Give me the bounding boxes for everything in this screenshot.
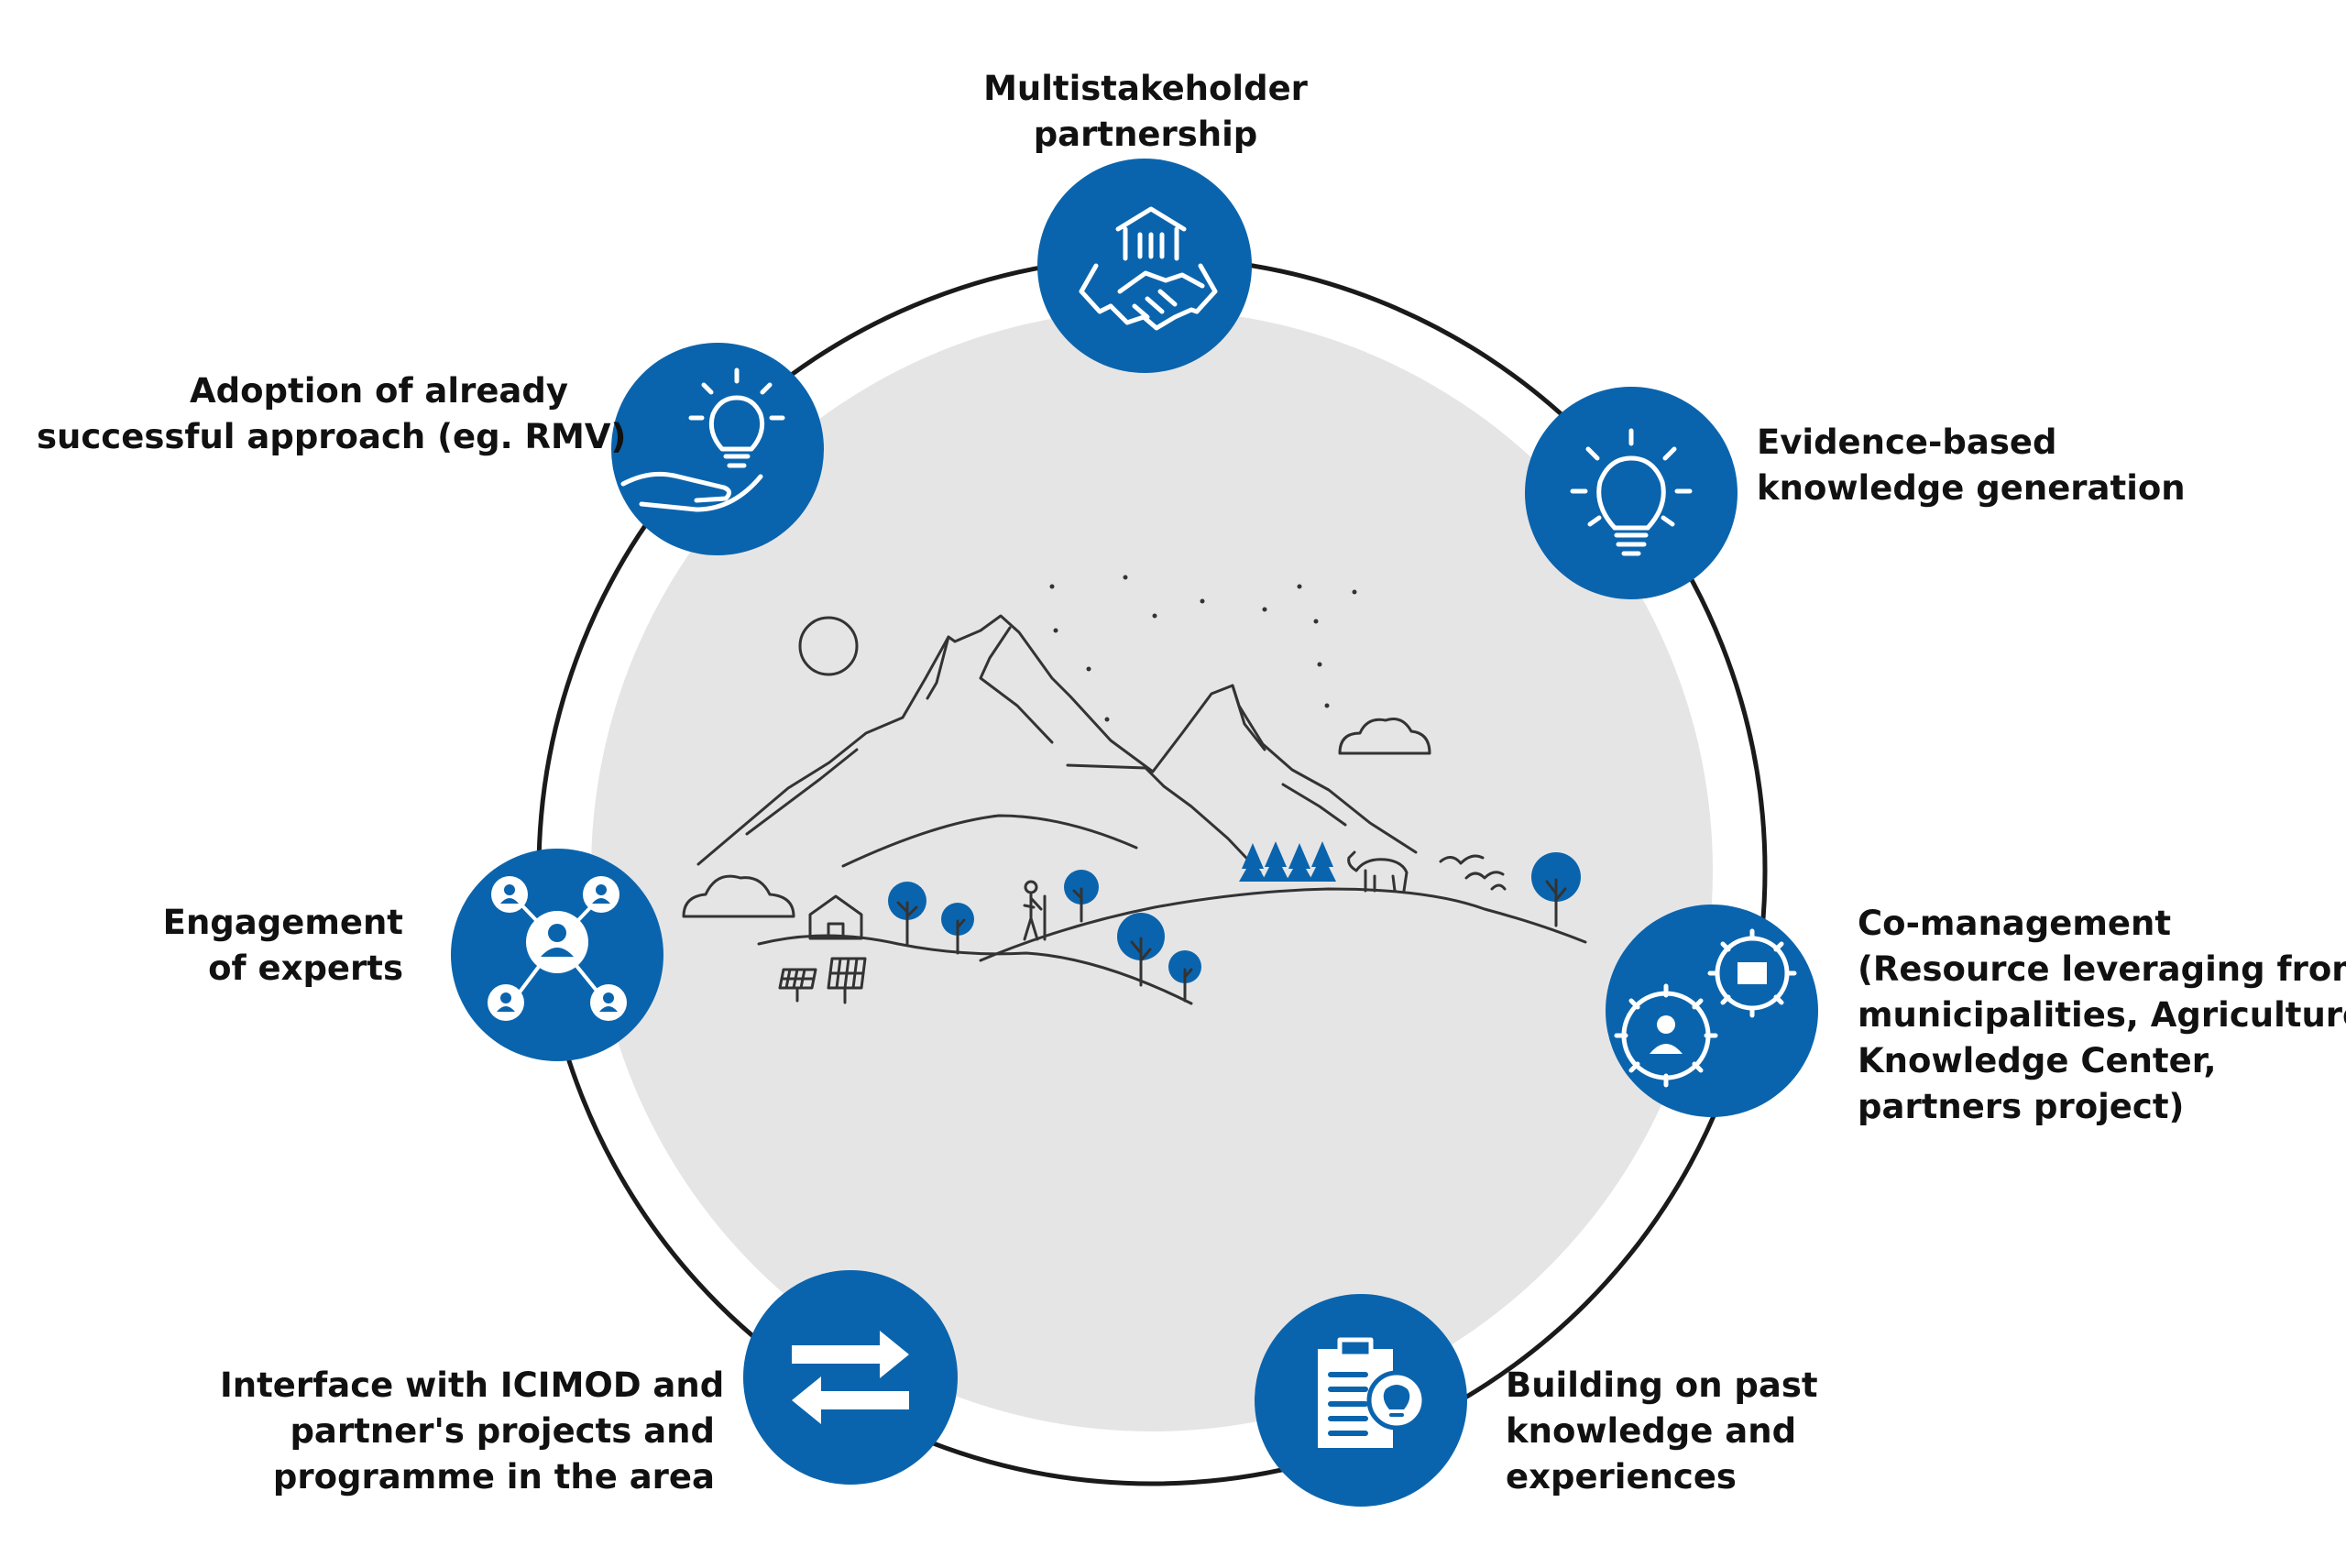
label-building: Building on past knowledge and experienc… bbox=[1506, 1363, 1854, 1500]
label-multistakeholder: Multistakeholder partnership bbox=[962, 66, 1329, 158]
label-line: partnership bbox=[1033, 115, 1258, 154]
clipboard-lightbulb-icon bbox=[1318, 1337, 1427, 1448]
node-circle-adoption bbox=[611, 343, 824, 555]
label-line: successful approach (eg. RMV) bbox=[37, 417, 627, 456]
person-icons bbox=[497, 884, 618, 1012]
node-circle-evidence bbox=[1525, 387, 1738, 599]
label-line: Engagement bbox=[162, 903, 403, 942]
label-line: municipalities, Agriculture bbox=[1858, 995, 2346, 1035]
label-line: (Resource leveraging from bbox=[1858, 949, 2346, 989]
label-line: Knowledge Center, bbox=[1858, 1041, 2217, 1080]
label-line: Co-management bbox=[1858, 904, 2172, 943]
cloud-icon bbox=[1338, 718, 1431, 755]
house-icon bbox=[808, 894, 863, 940]
label-line: Adoption of already bbox=[190, 371, 568, 411]
hand-lightbulb-icon bbox=[620, 367, 785, 512]
label-line: experiences bbox=[1506, 1457, 1737, 1497]
label-line: Multistakeholder bbox=[983, 69, 1308, 108]
label-line: knowledge and bbox=[1506, 1411, 1797, 1451]
bird-icon bbox=[1490, 883, 1507, 891]
solar-panel-icon bbox=[778, 957, 867, 1004]
label-line: programme in the area bbox=[272, 1457, 715, 1497]
label-interface: Interface with ICIMOD and partner's proj… bbox=[220, 1363, 725, 1500]
node-circle-comanagement bbox=[1606, 905, 1818, 1117]
pine-tree-icon bbox=[1239, 841, 1336, 882]
hiker-icon bbox=[1023, 893, 1047, 941]
gears-icon bbox=[1614, 928, 1797, 1088]
label-line: Building on past bbox=[1506, 1365, 1818, 1405]
bird-icon bbox=[1464, 871, 1505, 880]
sun-icon bbox=[798, 616, 859, 676]
label-adoption: Adoption of already successful approach … bbox=[37, 368, 627, 460]
mountain-landscape-icon bbox=[682, 614, 1587, 1005]
inner-disc bbox=[591, 310, 1713, 1431]
label-comanagement: Co-management (Resource leveraging from … bbox=[1858, 901, 2346, 1130]
cloud-icon bbox=[682, 874, 795, 918]
label-line: knowledge generation bbox=[1757, 468, 2186, 508]
yak-icon bbox=[1347, 850, 1409, 893]
label-experts: Engagement of experts bbox=[128, 900, 403, 992]
bird-icon bbox=[1439, 854, 1485, 865]
label-line: of experts bbox=[208, 948, 403, 988]
exchange-arrows-icon bbox=[792, 1331, 909, 1424]
star-dots bbox=[1049, 575, 1357, 722]
label-evidence: Evidence-based knowledge generation bbox=[1757, 420, 2186, 511]
label-line: Evidence-based bbox=[1757, 422, 2057, 462]
label-line: partners project) bbox=[1858, 1087, 2185, 1126]
lightbulb-icon bbox=[1570, 428, 1693, 556]
tree-icon bbox=[888, 852, 1581, 1003]
label-line: partner's projects and bbox=[290, 1411, 715, 1451]
node-circle-multistakeholder bbox=[1037, 159, 1252, 373]
node-circle-interface bbox=[743, 1270, 958, 1485]
label-line: Interface with ICIMOD and bbox=[220, 1365, 725, 1405]
handshake-building-icon bbox=[1079, 206, 1218, 331]
